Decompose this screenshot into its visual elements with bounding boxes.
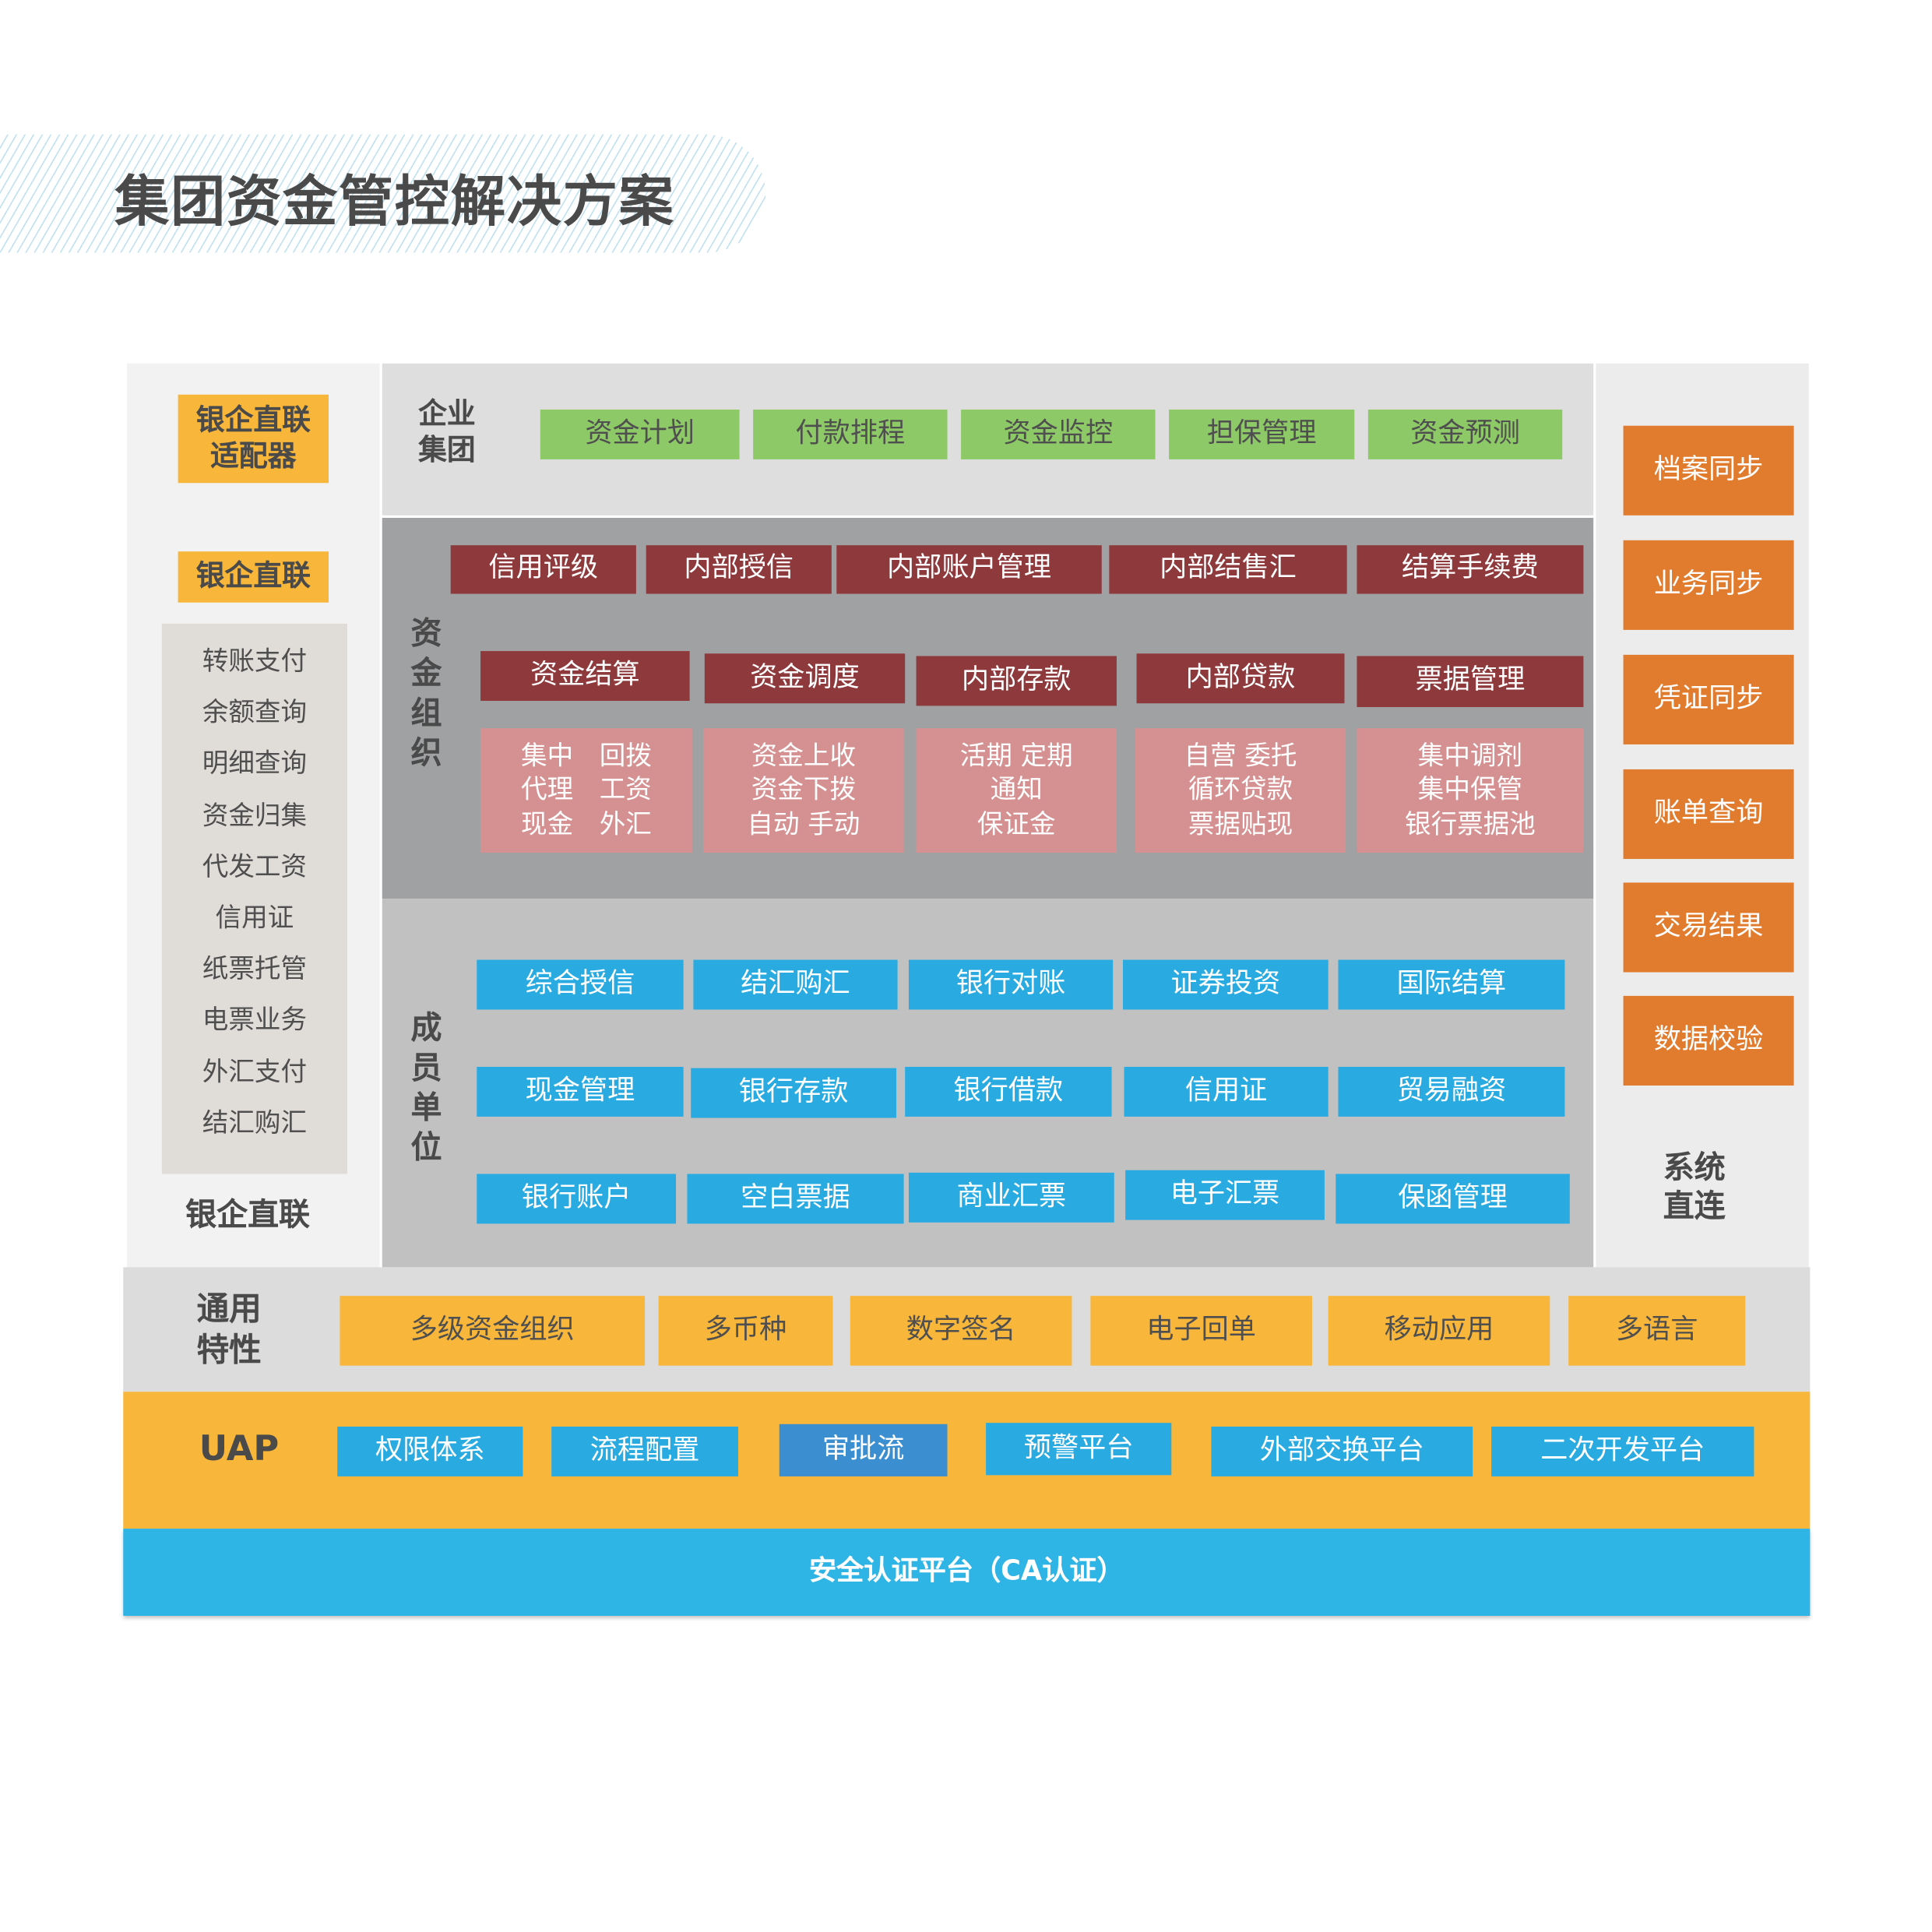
member-unit-item: 现金管理 — [477, 1067, 684, 1117]
fund-org-module: 资金调度 — [704, 653, 906, 704]
system-sync-item: 账单查询 — [1623, 769, 1794, 860]
member-units-label: 成 员 单 位 — [410, 1009, 442, 1166]
common-feature-item: 多级资金组织 — [340, 1296, 646, 1366]
enterprise-feature: 资金预测 — [1367, 409, 1563, 459]
bank-direct-list-item: 代发工资 — [202, 851, 308, 882]
bank-direct-list-item: 资金归集 — [202, 800, 308, 830]
fund-org-item: 内部账户管理 — [836, 545, 1102, 594]
member-unit-item: 银行对账 — [908, 959, 1114, 1010]
fund-org-module: 内部存款 — [916, 656, 1117, 706]
fund-org-module: 内部贷款 — [1136, 653, 1345, 704]
bank-direct-adapter-box: 银企直联 适配器 — [178, 394, 329, 484]
system-sync-item: 交易结果 — [1623, 882, 1794, 973]
bank-direct-list-item: 信用证 — [215, 902, 294, 933]
member-unit-item: 贸易融资 — [1338, 1067, 1565, 1117]
bank-direct-list — [161, 623, 348, 1174]
fund-org-detail: 资金上收 资金下拨 自动 手动 — [703, 728, 904, 853]
common-feature-item: 移动应用 — [1328, 1296, 1550, 1366]
member-unit-item: 证券投资 — [1122, 959, 1328, 1010]
common-feature-item: 多币种 — [658, 1296, 833, 1366]
common-feature-item: 电子回单 — [1090, 1296, 1312, 1366]
fund-org-item: 结算手续费 — [1357, 545, 1584, 594]
uap-item: 二次开发平台 — [1491, 1426, 1754, 1476]
uap-item: 流程配置 — [551, 1426, 738, 1476]
fund-org-item: 信用评级 — [450, 545, 636, 594]
fund-org-module: 票据管理 — [1357, 656, 1584, 708]
member-unit-item: 保函管理 — [1336, 1174, 1570, 1224]
member-unit-item: 商业汇票 — [908, 1172, 1114, 1223]
fund-org-detail: 集中调剂 集中保管 银行票据池 — [1357, 728, 1584, 853]
bank-direct-list-item: 转账支付 — [202, 646, 308, 677]
member-unit-item: 空白票据 — [687, 1174, 904, 1224]
common-feature-item: 多语言 — [1568, 1296, 1746, 1366]
enterprise-feature: 付款排程 — [753, 409, 948, 459]
system-sync-item: 数据校验 — [1623, 995, 1794, 1086]
bank-direct-list-item: 电票业务 — [202, 1005, 308, 1036]
member-unit-item: 电子汇票 — [1125, 1170, 1325, 1220]
common-features-label: 通用 特性 — [196, 1290, 262, 1369]
uap-item: 外部交换平台 — [1211, 1426, 1473, 1476]
fund-org-module: 资金结算 — [480, 651, 690, 702]
uap-item: 预警平台 — [986, 1423, 1172, 1476]
common-feature-item: 数字签名 — [850, 1296, 1072, 1366]
fund-org-detail: 自营 委托 循环贷款 票据贴现 — [1135, 728, 1346, 853]
system-sync-item: 凭证同步 — [1623, 654, 1794, 744]
fund-org-detail: 集中 回拨 代理 工资 现金 外汇 — [480, 728, 692, 853]
page-title: 集团资金管控解决方案 — [114, 171, 675, 234]
enterprise-feature: 资金监控 — [961, 409, 1156, 459]
bank-direct-list-item: 结汇购汇 — [202, 1107, 308, 1138]
member-unit-item: 银行借款 — [905, 1067, 1112, 1117]
enterprise-feature: 担保管理 — [1169, 409, 1355, 459]
bank-direct-footer-label: 银企直联 — [185, 1196, 311, 1233]
uap-label: UAP — [199, 1427, 280, 1469]
fund-org-detail: 活期 定期 通知 保证金 — [916, 728, 1117, 853]
title-banner — [0, 134, 766, 253]
enterprise-feature: 资金计划 — [540, 409, 740, 459]
uap-item: 权限体系 — [337, 1426, 523, 1476]
member-unit-item: 结汇购汇 — [693, 959, 898, 1010]
member-unit-item: 信用证 — [1124, 1067, 1328, 1117]
bank-direct-list-item: 纸票托管 — [202, 953, 308, 984]
bank-direct-list-item: 外汇支付 — [202, 1056, 308, 1086]
bank-direct-list-item: 明细查询 — [202, 748, 308, 779]
bank-direct-header: 银企直联 — [178, 551, 329, 603]
system-sync-item: 业务同步 — [1623, 540, 1794, 630]
system-sync-item: 档案同步 — [1623, 425, 1794, 516]
member-unit-item: 综合授信 — [477, 959, 684, 1010]
uap-item: 审批流 — [779, 1423, 948, 1476]
security-platform-bar: 安全认证平台（CA认证） — [123, 1529, 1811, 1616]
member-unit-item: 银行账户 — [477, 1174, 677, 1224]
member-unit-item: 国际结算 — [1338, 959, 1565, 1010]
fund-org-item: 内部结售汇 — [1109, 545, 1347, 594]
fund-org-item: 内部授信 — [646, 545, 832, 594]
system-direct-label: 系统 直连 — [1663, 1149, 1726, 1224]
enterprise-group-label: 企业 集团 — [418, 398, 476, 467]
bank-direct-list-item: 余额查询 — [202, 697, 308, 727]
fund-organization-label: 资 金 组 织 — [410, 614, 442, 771]
member-unit-item: 银行存款 — [691, 1068, 896, 1118]
